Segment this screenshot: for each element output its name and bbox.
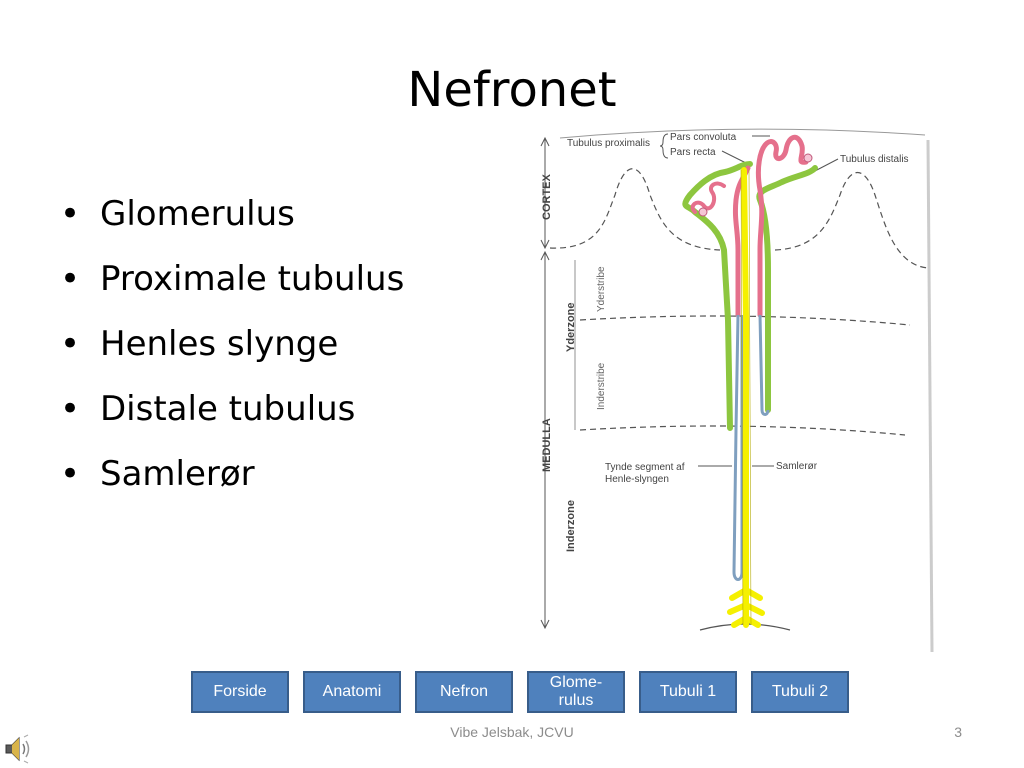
nav-button-label: Tubuli 1 (659, 683, 717, 700)
nav-button-tubuli-2[interactable]: Tubuli 2 (751, 671, 849, 713)
label-pars-recta: Pars recta (670, 147, 716, 158)
nav-button-glomerulus[interactable]: Glome- rulus (527, 671, 625, 713)
bullet-list: Glomerulus Proximale tubulus Henles slyn… (58, 190, 404, 515)
label-samleror: Samlerør (776, 461, 818, 472)
nav-button-label: Forside (213, 683, 267, 700)
bullet-item: Proximale tubulus (58, 255, 404, 320)
thin-segment-right (758, 314, 770, 416)
glomerulus-right (803, 153, 813, 163)
medulla-arrow-top (540, 250, 550, 261)
diagram-edge (926, 139, 934, 653)
slide-title: Nefronet (407, 62, 617, 118)
nav-button-label: Anatomi (322, 683, 382, 700)
nav-button-label-line2: rulus (558, 692, 594, 709)
cortex-boundary (549, 168, 929, 269)
nav-button-nefron[interactable]: Nefron (415, 671, 513, 713)
speaker-icon[interactable] (2, 733, 34, 765)
label-tynde-segment-line1: Tynde segment af (605, 462, 685, 473)
collecting-duct-outline (740, 169, 752, 626)
label-tubulus-distalis: Tubulus distalis (840, 154, 909, 165)
cortex-arrow-bottom (540, 239, 550, 250)
bullet-item: Samlerør (58, 450, 404, 515)
nav-button-label: Tubuli 2 (771, 683, 829, 700)
nav-button-label-line1: Glome- (549, 674, 603, 691)
label-yderstribe: Yderstribe (596, 266, 607, 312)
label-pars-convoluta: Pars convoluta (670, 132, 737, 143)
capsule-outline (559, 128, 926, 139)
bullet-item: Distale tubulus (58, 385, 404, 450)
zone-boundary (579, 425, 906, 436)
label-tynde-segment-line2: Henle-slyngen (605, 474, 669, 485)
collecting-duct (727, 167, 765, 628)
medulla-arrow-bottom (540, 619, 550, 630)
nav-button-tubuli-1[interactable]: Tubuli 1 (639, 671, 737, 713)
label-brace (659, 133, 669, 159)
cortex-arrow-top (540, 136, 550, 147)
pointer-pars-recta (721, 150, 749, 165)
bullet-item: Henles slynge (58, 320, 404, 385)
thin-segment (732, 314, 744, 581)
label-medulla: MEDULLA (541, 418, 553, 472)
label-tubulus-proximalis: Tubulus proximalis (567, 138, 650, 149)
label-inderzone: Inderzone (565, 500, 577, 552)
label-yderzone: Yderzone (565, 302, 577, 352)
page-number: 3 (954, 724, 962, 740)
bullet-item: Glomerulus (58, 190, 404, 255)
nav-button-forside[interactable]: Forside (191, 671, 289, 713)
footer-author: Vibe Jelsbak, JCVU (450, 724, 574, 740)
nav-button-anatomi[interactable]: Anatomi (303, 671, 401, 713)
label-inderstribe: Inderstribe (596, 362, 607, 410)
glomerulus-left (698, 207, 708, 217)
proximal-convolution (690, 181, 726, 214)
nephron-diagram: CORTEX MEDULLA Yderzone Inderzone Yderst… (540, 128, 934, 653)
stripe-boundary (579, 315, 911, 326)
label-cortex: CORTEX (541, 174, 553, 221)
nav-button-label: Nefron (439, 683, 489, 700)
